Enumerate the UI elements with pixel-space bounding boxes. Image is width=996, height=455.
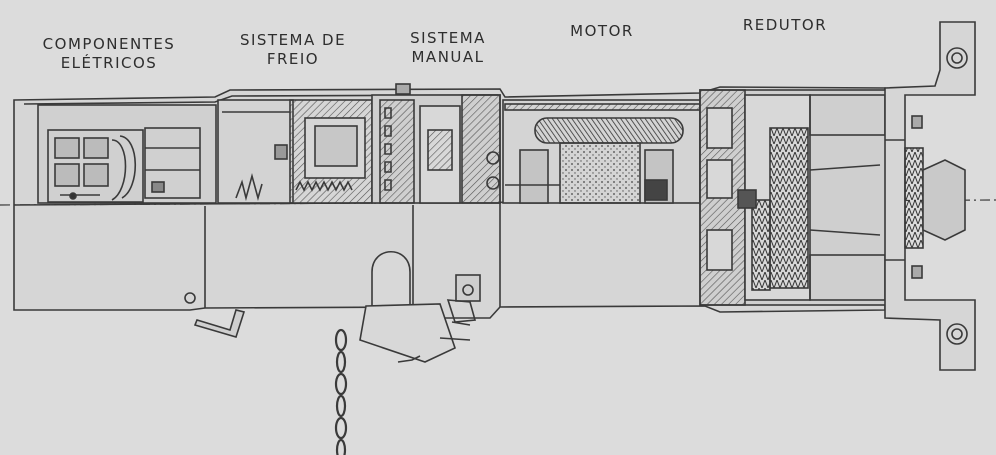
mounting-bracket	[884, 21, 976, 371]
reducer	[699, 89, 891, 306]
electrical-components	[37, 104, 217, 204]
brake-system	[217, 99, 373, 204]
hook-block	[359, 250, 481, 363]
manual-system	[371, 83, 501, 204]
label-componentes-eletricos: COMPONENTES ELÉTRICOS	[42, 35, 176, 72]
chain	[334, 328, 348, 455]
label-motor: MOTOR	[570, 22, 634, 40]
label-sistema-de-freio: SISTEMA DE FREIO	[239, 31, 347, 68]
label-sistema-manual: SISTEMA MANUAL	[410, 29, 486, 66]
label-redutor: REDUTOR	[742, 16, 828, 34]
allen-key	[193, 309, 246, 338]
motor	[502, 99, 701, 204]
cover-screw	[184, 292, 196, 304]
